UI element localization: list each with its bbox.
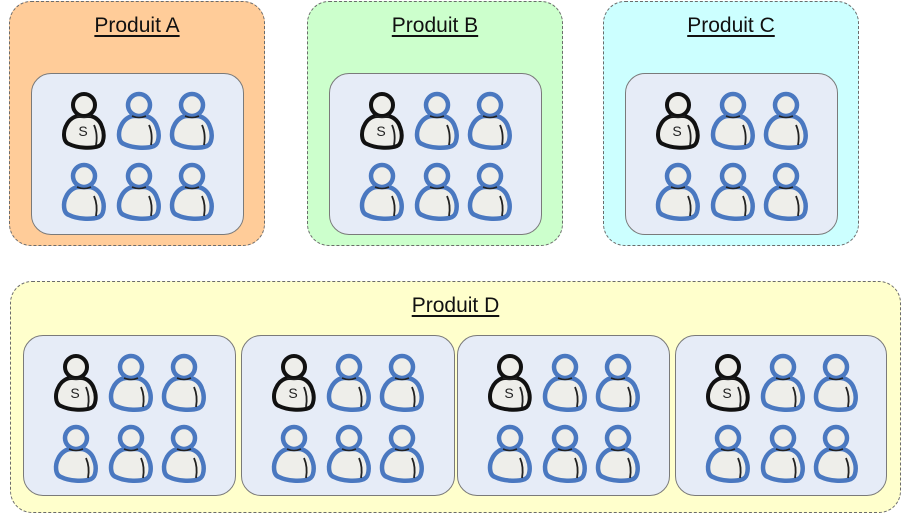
team-box: S <box>625 73 838 235</box>
team-member-icon <box>326 421 372 485</box>
team-member-icon <box>414 88 460 152</box>
scrum-master-icon: S <box>271 350 317 414</box>
team-member-icon <box>116 88 162 152</box>
team-member-icon <box>487 421 533 485</box>
svg-text:S: S <box>672 123 681 139</box>
product-d-group: Produit D S <box>10 281 901 513</box>
team-member-icon <box>705 421 751 485</box>
team-box: S <box>675 335 887 496</box>
product-b-title: Produit B <box>391 14 479 37</box>
scrum-master-icon: S <box>705 350 751 414</box>
team-member-icon <box>169 159 215 223</box>
scrum-master-icon: S <box>53 350 99 414</box>
scrum-master-icon: S <box>359 88 405 152</box>
team-member-icon <box>169 88 215 152</box>
team-member-icon <box>116 159 162 223</box>
svg-text:S: S <box>78 123 87 139</box>
team-box: S <box>23 335 236 496</box>
team-box: S <box>31 73 244 235</box>
team-member-icon <box>108 421 154 485</box>
team-member-icon <box>53 421 99 485</box>
svg-text:S: S <box>722 385 731 401</box>
team-box: S <box>241 335 455 496</box>
svg-text:S: S <box>504 385 513 401</box>
team-member-icon <box>326 350 372 414</box>
team-member-icon <box>379 421 425 485</box>
team-member-icon <box>467 159 513 223</box>
product-c-title: Produit C <box>687 14 775 37</box>
svg-text:S: S <box>70 385 79 401</box>
team-box: S <box>457 335 670 496</box>
scrum-master-icon: S <box>61 88 107 152</box>
team-member-icon <box>161 421 207 485</box>
svg-text:S: S <box>288 385 297 401</box>
product-b-group: Produit B S <box>307 1 563 246</box>
product-a-title: Produit A <box>94 14 180 37</box>
scrum-master-icon: S <box>655 88 701 152</box>
team-member-icon <box>595 421 641 485</box>
team-member-icon <box>542 421 588 485</box>
team-member-icon <box>655 159 701 223</box>
team-member-icon <box>61 159 107 223</box>
team-member-icon <box>379 350 425 414</box>
team-member-icon <box>813 350 859 414</box>
team-member-icon <box>710 88 756 152</box>
team-member-icon <box>161 350 207 414</box>
team-member-icon <box>414 159 460 223</box>
team-member-icon <box>271 421 317 485</box>
product-c-group: Produit C S <box>603 1 859 246</box>
team-member-icon <box>108 350 154 414</box>
team-member-icon <box>542 350 588 414</box>
product-d-title: Produit D <box>411 294 500 317</box>
team-member-icon <box>763 88 809 152</box>
team-member-icon <box>763 159 809 223</box>
team-member-icon <box>359 159 405 223</box>
team-member-icon <box>760 350 806 414</box>
team-member-icon <box>595 350 641 414</box>
team-member-icon <box>813 421 859 485</box>
team-box: S <box>329 73 542 235</box>
product-a-group: Produit A S <box>9 1 265 246</box>
team-member-icon <box>467 88 513 152</box>
team-member-icon <box>760 421 806 485</box>
scrum-master-icon: S <box>487 350 533 414</box>
svg-text:S: S <box>376 123 385 139</box>
team-member-icon <box>710 159 756 223</box>
